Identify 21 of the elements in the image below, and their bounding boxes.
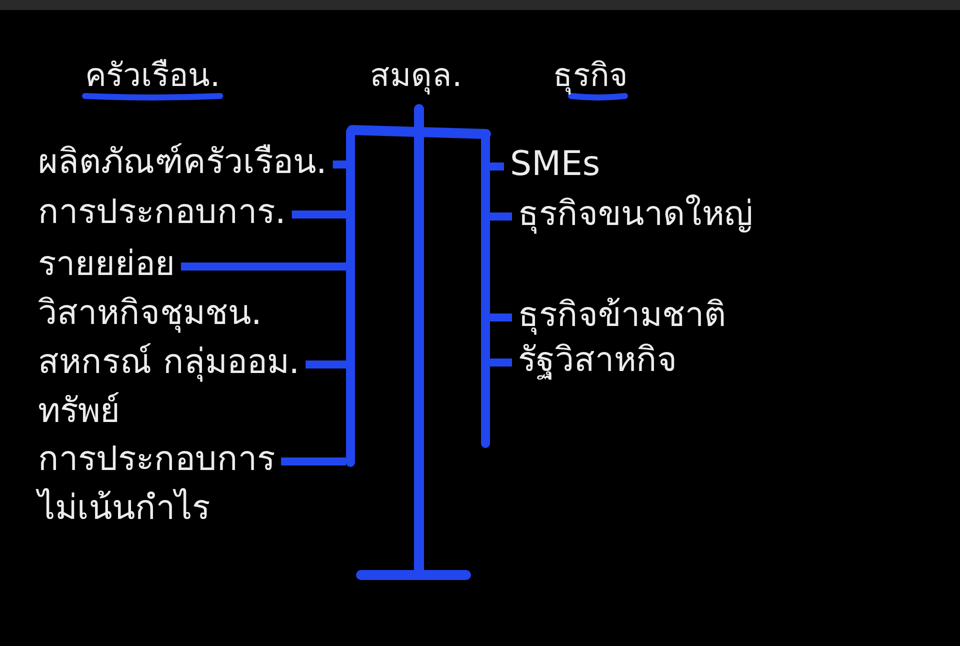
heading: สมดุล. bbox=[370, 55, 462, 96]
hanging-bar bbox=[346, 127, 355, 467]
category-text: ธุรกิจขนาดใหญ่ bbox=[518, 190, 753, 239]
category-text: สหกรณ์ กลุ่มออม. ทรัพย์ bbox=[38, 338, 300, 436]
heading: ครัวเรือน. bbox=[85, 55, 220, 96]
connector-line bbox=[490, 162, 504, 170]
category-text: SMEs bbox=[510, 140, 600, 189]
connector-line bbox=[292, 210, 346, 218]
category-text: การประกอบการ ไม่เน้นกำไร bbox=[38, 435, 275, 533]
connector-line bbox=[490, 358, 512, 366]
connector-line bbox=[281, 458, 346, 466]
heading: ธุรกิจ bbox=[553, 55, 628, 96]
category-text: วิสาหกิจชุมชน. bbox=[38, 292, 262, 335]
connector-line bbox=[332, 160, 346, 168]
connector-line bbox=[306, 360, 346, 368]
connector-line bbox=[181, 262, 346, 270]
connector-line bbox=[490, 212, 512, 220]
category-text: การประกอบการ. bbox=[38, 188, 286, 237]
category-text: รายยย่อย bbox=[38, 240, 175, 289]
category-text: ผลิตภัณฑ์ครัวเรือน. bbox=[38, 138, 327, 187]
connector-line bbox=[490, 314, 512, 322]
